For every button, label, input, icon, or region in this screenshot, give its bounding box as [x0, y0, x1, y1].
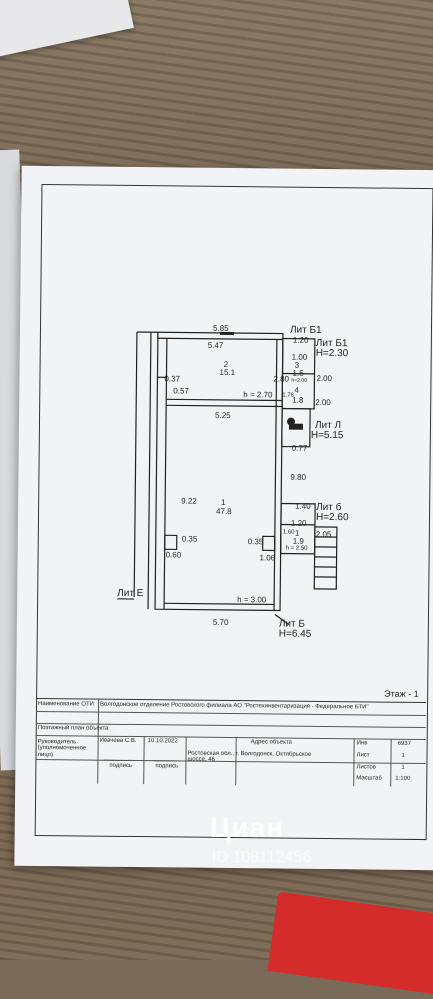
dim-b1-height: 2.00	[316, 375, 332, 383]
b-ceiling: h = 2.50	[286, 546, 308, 552]
sheets-value: 1	[401, 765, 404, 771]
lit-b-small-height: H=2.60	[316, 513, 349, 523]
scale-value: 1:100	[395, 776, 410, 782]
dim-b1-width: 1.20	[293, 337, 309, 345]
lit-b-height: H=6.45	[279, 630, 312, 640]
dim-top-width: 5.85	[213, 325, 229, 333]
dim-wall-140: 1.40	[295, 503, 311, 511]
lit-e-label: Лит Е	[117, 589, 143, 599]
dim-room2-width: 5.47	[208, 342, 224, 350]
sheets-label: Листов	[356, 764, 376, 771]
dim-wall-057: 0.57	[173, 387, 189, 395]
address-label: Адрес объекта	[251, 739, 292, 746]
head-label: Руководитель (уполномоченное лицо)	[37, 739, 95, 758]
lit-b1-label: Лит Б1	[290, 326, 322, 336]
head-name: Ивачева С.В.	[100, 738, 137, 745]
room2-ceiling: h = 2.70	[243, 391, 272, 399]
lit-b1-height: H=2.30	[316, 349, 349, 359]
room1-number: 1	[221, 499, 226, 507]
dim-wall-037: 0.37	[164, 375, 180, 383]
signature-label: подпись	[109, 763, 132, 770]
room2-area: 15.1	[219, 369, 235, 377]
floor-plan	[16, 166, 433, 710]
document-sheet: 5.85 Лит Б1 5.47 1.20 Лит Б1 H=2.30 1.00…	[14, 166, 433, 870]
sheet-label: Лист	[356, 752, 369, 758]
room1-area: 47.8	[216, 508, 232, 516]
second-signature	[153, 750, 181, 761]
dim-wall-980: 9.80	[290, 474, 306, 482]
lit-l-height: H=5.15	[311, 431, 344, 441]
date: 10.10.2022	[148, 738, 178, 745]
dim-l: 1.76	[282, 393, 294, 399]
dim-bottom-width: 5.70	[213, 619, 229, 627]
dim-niche-left-depth: 0.35	[182, 535, 198, 543]
dim-b: 1.60	[283, 530, 295, 536]
address-value: Ростовская обл., г. Волгодонск, Октябрьс…	[187, 751, 312, 765]
dim-niche-right-depth: 0.35	[248, 538, 264, 546]
room4-number: 4	[294, 387, 299, 395]
dim-l-height: 2.00	[315, 399, 331, 407]
small-h-b1: h=2.00	[291, 379, 306, 384]
signature-label-2: подпись	[155, 763, 178, 770]
dim-room1-width: 5.25	[215, 412, 231, 420]
oti-value: Волгодонское отделение Ростовского филиа…	[100, 702, 424, 712]
small-area-b1: 1.5	[292, 370, 303, 378]
head-signature	[103, 750, 133, 761]
inv-label: Инв	[357, 740, 368, 746]
oti-label: Наименование ОТИ	[38, 701, 98, 708]
cian-watermark-logo: Циан	[210, 812, 284, 844]
dim-b-height: 2.05	[316, 531, 332, 539]
plan-title: Поэтажный план объекта	[38, 725, 109, 732]
dim-room2-height: 2.80	[273, 375, 289, 383]
dim-wall-077: 0.77	[292, 445, 308, 453]
dim-room1-depth: 9.22	[181, 497, 197, 505]
small-area-b: 1.9	[293, 538, 304, 546]
room1-ceiling: h = 3.00	[237, 596, 266, 604]
title-block: Наименование ОТИ Волгодонское отделение …	[35, 698, 426, 787]
scale-label: Масштаб	[356, 775, 382, 782]
inv-value: 6937	[398, 741, 411, 747]
dim-niche-right: 1.06	[260, 554, 276, 562]
dim-niche-left: 0.60	[166, 551, 182, 559]
dim-b-width: 1.20	[291, 520, 307, 528]
floor-label: Этаж - 1	[384, 690, 419, 699]
listing-id-watermark: ID 108112456	[212, 849, 311, 867]
sheet-value: 1	[401, 753, 404, 759]
